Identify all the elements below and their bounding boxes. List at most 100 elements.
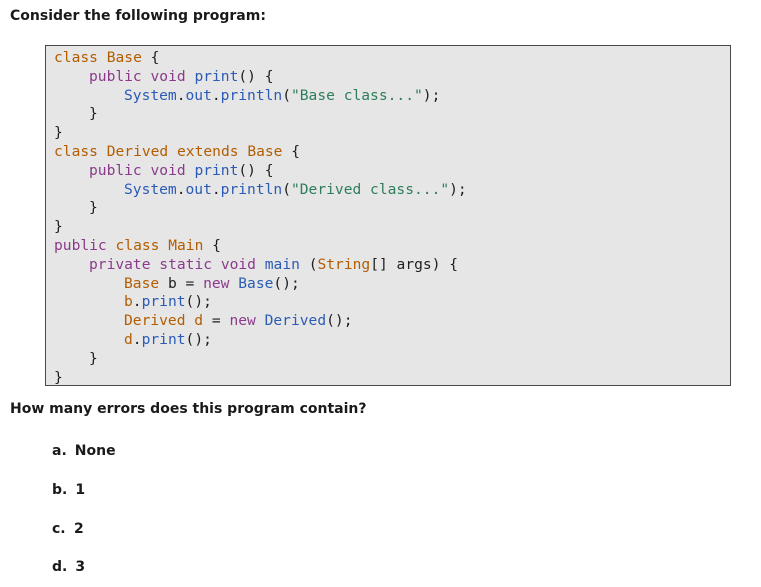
code-token: "Base class..." — [290, 86, 423, 104]
code-token: . — [132, 331, 142, 348]
code-token: } — [54, 218, 63, 236]
code-token: b — [124, 293, 133, 311]
option-a[interactable]: a. None — [52, 442, 116, 460]
code-token: print — [141, 293, 186, 311]
code-token: print — [141, 331, 186, 348]
code-token: Base — [124, 274, 168, 292]
option-letter: c. — [52, 521, 66, 537]
code-line: b.print(); — [124, 293, 212, 311]
code-token: class — [54, 49, 107, 66]
option-c[interactable]: c. 2 — [52, 520, 84, 538]
code-token: () { — [238, 161, 274, 179]
code-token: void — [150, 67, 195, 85]
code-token: println — [220, 180, 283, 198]
code-line: class Base { — [54, 49, 159, 67]
option-d[interactable]: d. 3 — [52, 558, 85, 576]
code-token: { — [291, 143, 301, 160]
code-token: static — [159, 255, 221, 273]
code-line: public void print() { — [89, 68, 274, 86]
code-token: print — [194, 161, 239, 179]
code-token: } — [89, 199, 98, 217]
code-line: } — [89, 350, 98, 368]
code-token: ( — [308, 255, 318, 273]
code-token: void — [220, 255, 265, 273]
option-letter: a. — [52, 443, 67, 459]
code-token: ( — [282, 86, 291, 104]
code-token: private — [89, 255, 160, 273]
code-token: out — [185, 86, 212, 104]
option-letter: d. — [52, 559, 68, 575]
code-line: System.out.println("Base class..."); — [124, 87, 440, 105]
code-token: System — [124, 86, 177, 104]
code-token: void — [150, 161, 195, 179]
code-line: } — [89, 199, 98, 217]
code-token: Base — [238, 274, 274, 292]
code-line: public class Main { — [54, 237, 221, 255]
code-token: "Derived class..." — [290, 180, 450, 198]
code-line: Base b = new Base(); — [124, 275, 300, 293]
code-token: println — [220, 86, 283, 104]
option-text: 3 — [75, 559, 86, 575]
code-token: } — [54, 124, 63, 142]
code-token: (); — [185, 331, 212, 348]
code-token: Main — [168, 237, 213, 254]
code-token: ( — [282, 180, 291, 198]
code-token: { — [212, 237, 221, 254]
code-token: new — [203, 274, 239, 292]
code-token: } — [89, 105, 98, 123]
code-token: public — [89, 67, 151, 85]
option-b[interactable]: b. 1 — [52, 481, 85, 499]
code-token: public — [89, 161, 151, 179]
code-token: Base — [106, 49, 151, 66]
code-line: class Derived extends Base { — [54, 143, 300, 161]
code-line: private static void main (String[] args)… — [89, 256, 458, 274]
option-text: 2 — [74, 521, 84, 537]
code-token: new — [229, 312, 265, 330]
code-token: . — [211, 86, 221, 104]
code-token: (); — [185, 293, 212, 311]
code-token: out — [185, 180, 212, 198]
option-letter: b. — [52, 482, 68, 498]
code-token: Derived — [264, 312, 327, 330]
code-token: print — [194, 67, 239, 85]
code-line: public void print() { — [89, 162, 274, 180]
code-token: = — [211, 312, 230, 330]
code-token: d — [194, 312, 212, 330]
code-token: (); — [273, 274, 300, 292]
code-token: Base — [247, 143, 292, 160]
code-line: } — [89, 105, 98, 123]
code-token: { — [150, 49, 160, 66]
code-token: } — [54, 368, 63, 386]
code-token: public — [54, 237, 116, 254]
code-token: () { — [238, 67, 274, 85]
code-line: Derived d = new Derived(); — [124, 312, 352, 330]
code-token: class — [115, 237, 169, 254]
code-token: d — [124, 331, 133, 348]
question-heading: Consider the following program: — [10, 8, 266, 24]
code-token: . — [176, 180, 186, 198]
code-token: [] args) { — [370, 255, 459, 273]
code-token: main — [264, 255, 309, 273]
code-token: String — [317, 255, 371, 273]
code-token: . — [176, 86, 186, 104]
question-text: How many errors does this program contai… — [10, 401, 367, 417]
code-token: ); — [449, 180, 467, 198]
code-token: extends — [177, 143, 248, 160]
code-line: } — [54, 369, 63, 387]
option-text: None — [74, 443, 116, 459]
code-token: b = — [167, 274, 204, 292]
code-token: Derived — [106, 143, 178, 160]
code-line: } — [54, 124, 63, 142]
code-token: . — [211, 180, 221, 198]
option-text: 1 — [75, 482, 86, 498]
code-token: Derived — [124, 312, 195, 330]
code-token: } — [89, 349, 98, 367]
code-token: (); — [326, 312, 353, 330]
code-line: } — [54, 218, 63, 236]
code-token: System — [124, 180, 177, 198]
code-token: ); — [422, 86, 441, 104]
code-line: System.out.println("Derived class..."); — [124, 181, 467, 199]
code-token: . — [132, 293, 142, 311]
code-block: class Base {public void print() {System.… — [45, 45, 731, 386]
code-line: d.print(); — [124, 331, 212, 349]
